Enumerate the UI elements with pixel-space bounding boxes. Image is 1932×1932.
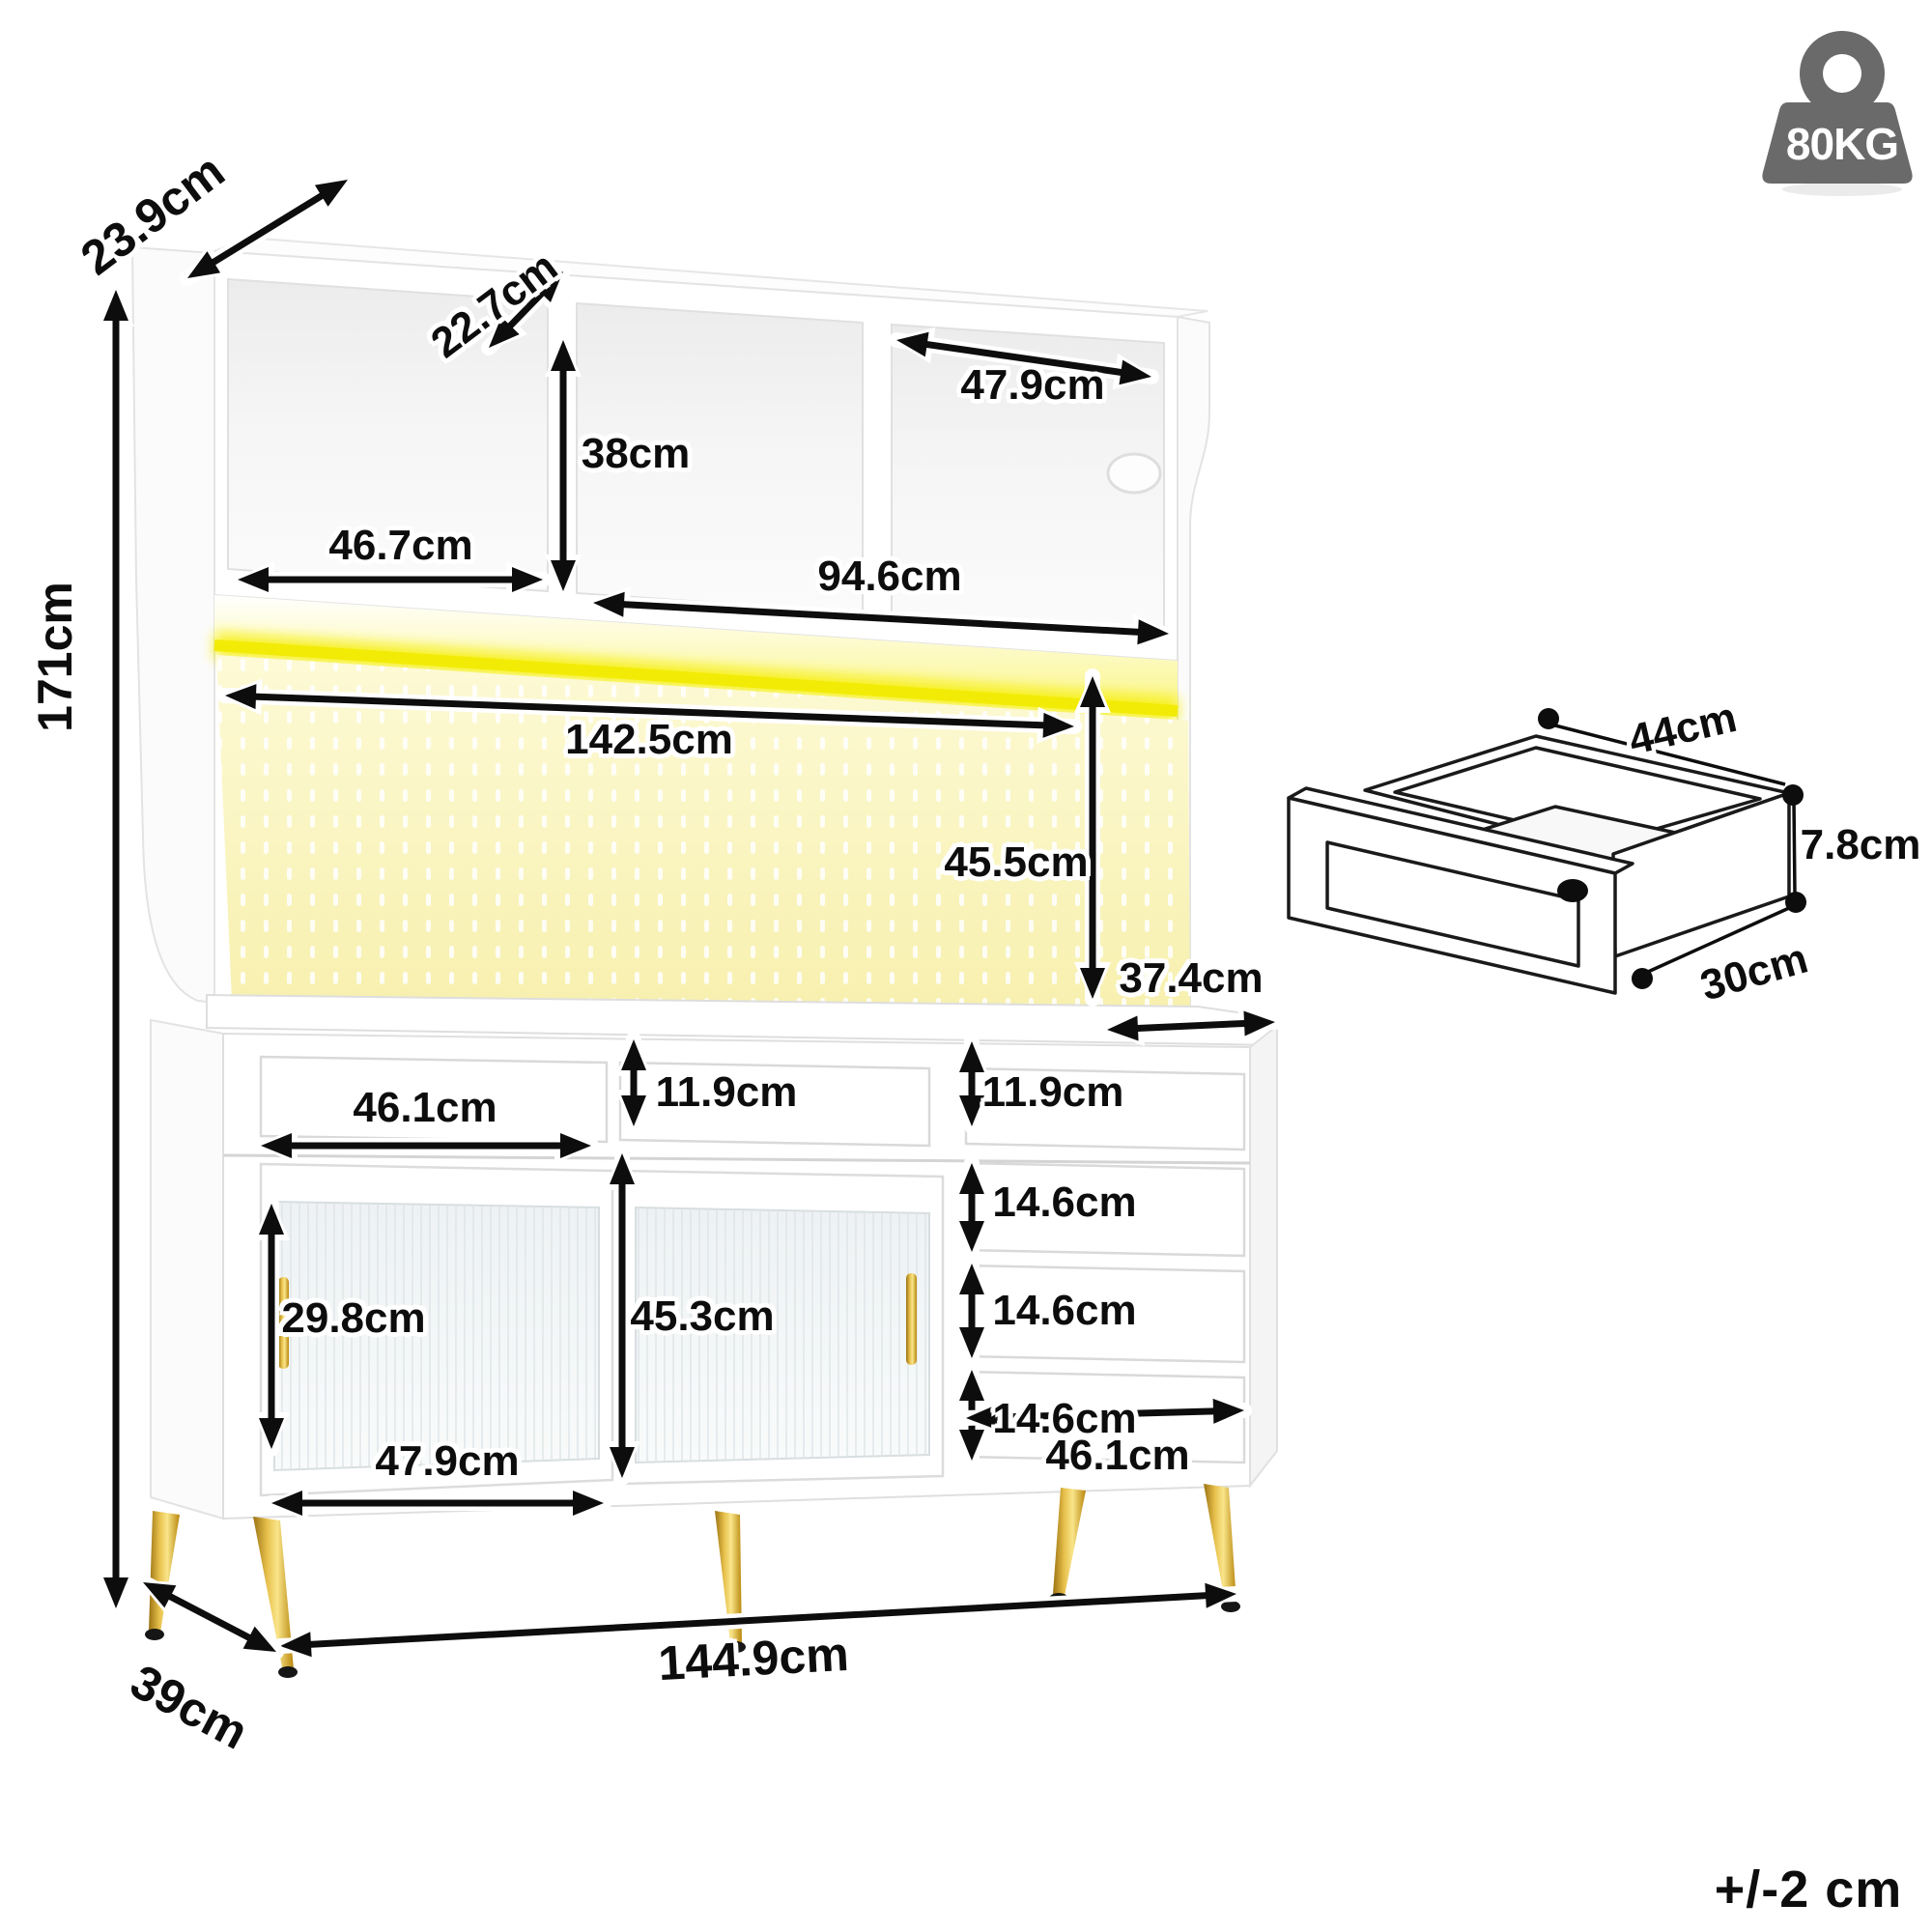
dim-left-cubby-width: 46.7cm <box>328 522 473 569</box>
dimension-arrow <box>217 678 1082 744</box>
dimension-arrow <box>615 1032 652 1134</box>
weight-badge-label: 80KG <box>1785 119 1899 169</box>
drawer-panel-recess <box>1325 840 1580 968</box>
dimension-arrow <box>253 1196 290 1457</box>
dimension-arrow <box>1099 1005 1283 1047</box>
dim-door-width: 47.9cm <box>375 1437 520 1485</box>
detail-dim-line-width <box>1550 723 1786 786</box>
dimension-arrow <box>604 1146 640 1486</box>
dim-double-cubby-width: 94.6cm <box>817 553 962 600</box>
dimension-arrow <box>481 264 571 355</box>
dim-center-drawer-height: 11.9cm <box>655 1068 798 1116</box>
dimension-arrow <box>253 1127 599 1164</box>
dim-right-drawer4-height: 14.6cm <box>992 1395 1137 1442</box>
dimension-arrow <box>889 327 1159 390</box>
drawer-top-left <box>259 1055 609 1144</box>
base-cabinet <box>150 1018 1278 1520</box>
dimension-arrow <box>272 1577 1244 1662</box>
dimension-arrow <box>585 586 1177 650</box>
detail-dot <box>1632 968 1653 989</box>
dim-right-drawer3-height: 14.6cm <box>992 1287 1137 1334</box>
dim-right-drawer2-height: 14.6cm <box>992 1179 1137 1226</box>
door-handle-right <box>906 1273 917 1365</box>
detail-dim-line-depth <box>1647 906 1790 974</box>
pegboard-holes <box>216 655 1190 1012</box>
leg-front-left <box>253 1517 294 1669</box>
base-left-panel <box>150 1018 224 1520</box>
legs <box>145 1484 1240 1678</box>
dim-left-drawer-width: 46.1cm <box>353 1084 497 1131</box>
dim-counter-depth: 37.4cm <box>1119 954 1264 1002</box>
detail-dot <box>1785 892 1806 913</box>
leg-foot <box>145 1629 164 1640</box>
groove-line <box>222 1153 1251 1165</box>
dimension-arrow <box>264 1485 611 1521</box>
dimension-arrow <box>953 1256 990 1366</box>
door-handle-left <box>278 1277 289 1369</box>
glass-door-right-reeds <box>636 1208 929 1463</box>
leg-middle <box>715 1511 742 1644</box>
dimension-arrows <box>98 172 1283 1662</box>
dim-right-cubby-width: 47.9cm <box>960 361 1105 409</box>
dimension-arrow <box>953 1034 990 1134</box>
glass-door-left-reeds <box>274 1202 599 1470</box>
dim-pegboard-width: 142.5cm <box>565 716 733 763</box>
leg-front-right <box>1204 1484 1236 1604</box>
dimension-arrow <box>98 282 134 1616</box>
detail-dot <box>1782 784 1804 806</box>
weight-shadow <box>1782 183 1902 196</box>
dim-overall-width: 144.9cm <box>656 1626 851 1691</box>
leg-foot <box>278 1666 298 1678</box>
cable-hole <box>1106 452 1162 495</box>
drawer-knob <box>1557 879 1588 902</box>
dimension-arrow <box>545 332 582 599</box>
dim-right-section-width: 46.1cm <box>1045 1432 1190 1479</box>
dim-pegboard-height: 45.5cm <box>944 838 1089 886</box>
leg-foot <box>1221 1601 1240 1612</box>
detail-dot <box>1538 708 1559 729</box>
dimension-arrow <box>230 561 551 598</box>
dim-overall-height: 171cm <box>28 582 82 732</box>
drawer-front-panel <box>1287 796 1617 995</box>
detail-dim-line-height <box>1792 800 1797 895</box>
dimension-arrow <box>135 1575 284 1660</box>
dimension-arrow <box>180 172 355 286</box>
dimension-arrow <box>1074 668 1111 1007</box>
pegboard-section <box>213 595 1190 1012</box>
leg-back-left <box>149 1511 180 1633</box>
weight-body <box>1762 102 1913 184</box>
weight-handle-hole <box>1823 54 1861 93</box>
drawer-top-center <box>618 1061 931 1148</box>
leg-foot <box>726 1641 746 1653</box>
hutch-left-panel <box>130 245 215 1005</box>
tolerance-note: +/-2 cm <box>1714 1861 1903 1918</box>
weight-capacity-icon <box>1762 31 1913 196</box>
base-right-panel <box>1249 1023 1278 1489</box>
dim-right-top-drawer-height: 11.9cm <box>981 1068 1124 1116</box>
hutch-cubby-left <box>227 277 549 593</box>
dim-door-height: 45.3cm <box>630 1293 775 1340</box>
dimension-arrow <box>958 1393 1252 1435</box>
led-strip <box>213 639 1179 717</box>
leg-back-right <box>1053 1488 1086 1596</box>
dimension-arrow <box>953 1155 990 1260</box>
drawer-detail <box>1287 708 1806 995</box>
dim-detail-height: 7.8cm <box>1800 821 1921 868</box>
dim-door-glass-height: 29.8cm <box>281 1294 426 1342</box>
dim-cubby-height: 38cm <box>581 430 691 477</box>
